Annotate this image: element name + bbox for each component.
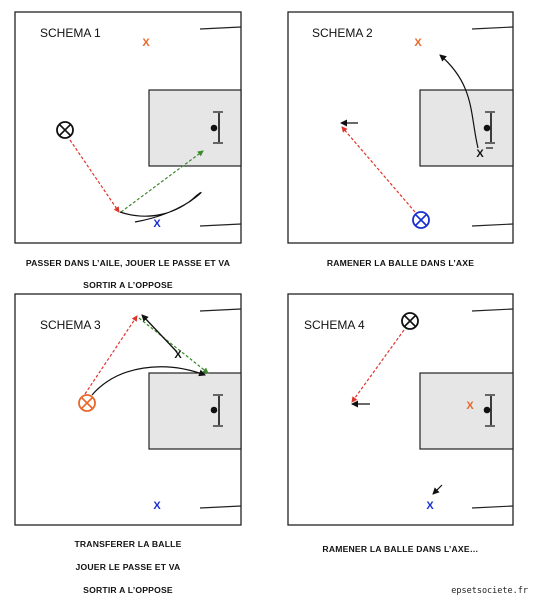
schema-3-caption-line-3: SORTIR A L’OPPOSE: [83, 585, 173, 595]
schema-2-panel: SCHEMA 2 X X: [287, 11, 514, 244]
watermark[interactable]: epsetsociete.fr: [451, 586, 528, 596]
schema-3-caption-line-2: JOUER LE PASSE ET VA: [75, 562, 181, 572]
schema-3-panel: SCHEMA 3 X X: [14, 293, 242, 526]
player-marker: X: [174, 349, 182, 361]
schema-title: SCHEMA 2: [312, 26, 373, 40]
run-arrow: [120, 150, 204, 213]
goal-zone: [148, 89, 242, 167]
goal-zone: [419, 372, 514, 450]
field-line: [199, 308, 242, 312]
player-marker: X: [153, 500, 161, 512]
schema-4-caption-line-1: RAMENER LA BALLE DANS L’AXE…: [322, 544, 479, 554]
field-line: [199, 223, 242, 227]
schema-3-caption-line-1: TRANSFERER LA BALLE: [74, 539, 182, 549]
goal-zone: [419, 89, 514, 167]
schema-1-caption-line-2: SORTIR A L’OPPOSE: [83, 280, 173, 290]
field-line: [471, 26, 514, 30]
run-path: [91, 366, 206, 396]
player-marker: X: [476, 148, 484, 160]
move-arrow: [432, 484, 443, 495]
ball: [210, 124, 218, 132]
schema-1-panel: SCHEMA 1 X X: [14, 11, 242, 244]
pass-arrow: [341, 126, 416, 213]
schema-title: SCHEMA 3: [40, 318, 101, 332]
player-marker: X: [153, 218, 161, 230]
player-with-ball-icon: [56, 121, 74, 139]
pass-arrow: [84, 315, 138, 395]
schema-4-panel: SCHEMA 4 X X: [287, 293, 514, 526]
player-with-ball-icon: [401, 312, 419, 330]
pass-arrow: [69, 139, 120, 213]
player-marker: X: [142, 37, 150, 49]
player-marker: X: [414, 37, 422, 49]
player-with-ball-icon: [78, 394, 96, 412]
ball: [210, 406, 218, 414]
ball: [483, 124, 491, 132]
field-line: [199, 26, 242, 30]
field-line: [471, 308, 514, 312]
run-path: [439, 54, 479, 149]
schema-title: SCHEMA 1: [40, 26, 101, 40]
goal-zone: [148, 372, 242, 450]
dribble-path: [119, 191, 202, 223]
run-arrow: [141, 314, 178, 353]
field-line: [471, 223, 514, 227]
player-marker: X: [466, 400, 474, 412]
schema-title: SCHEMA 4: [304, 318, 365, 332]
field-line: [471, 505, 514, 509]
schema-1-caption-line-1: PASSER DANS L’AILE, JOUER LE PASSE ET VA: [25, 258, 231, 268]
schema-2-caption-line-1: RAMENER LA BALLE DANS L’AXE: [326, 258, 475, 268]
ball: [483, 406, 491, 414]
field-line: [199, 505, 242, 509]
player-marker: X: [426, 500, 434, 512]
player-with-ball-icon: [412, 211, 430, 229]
